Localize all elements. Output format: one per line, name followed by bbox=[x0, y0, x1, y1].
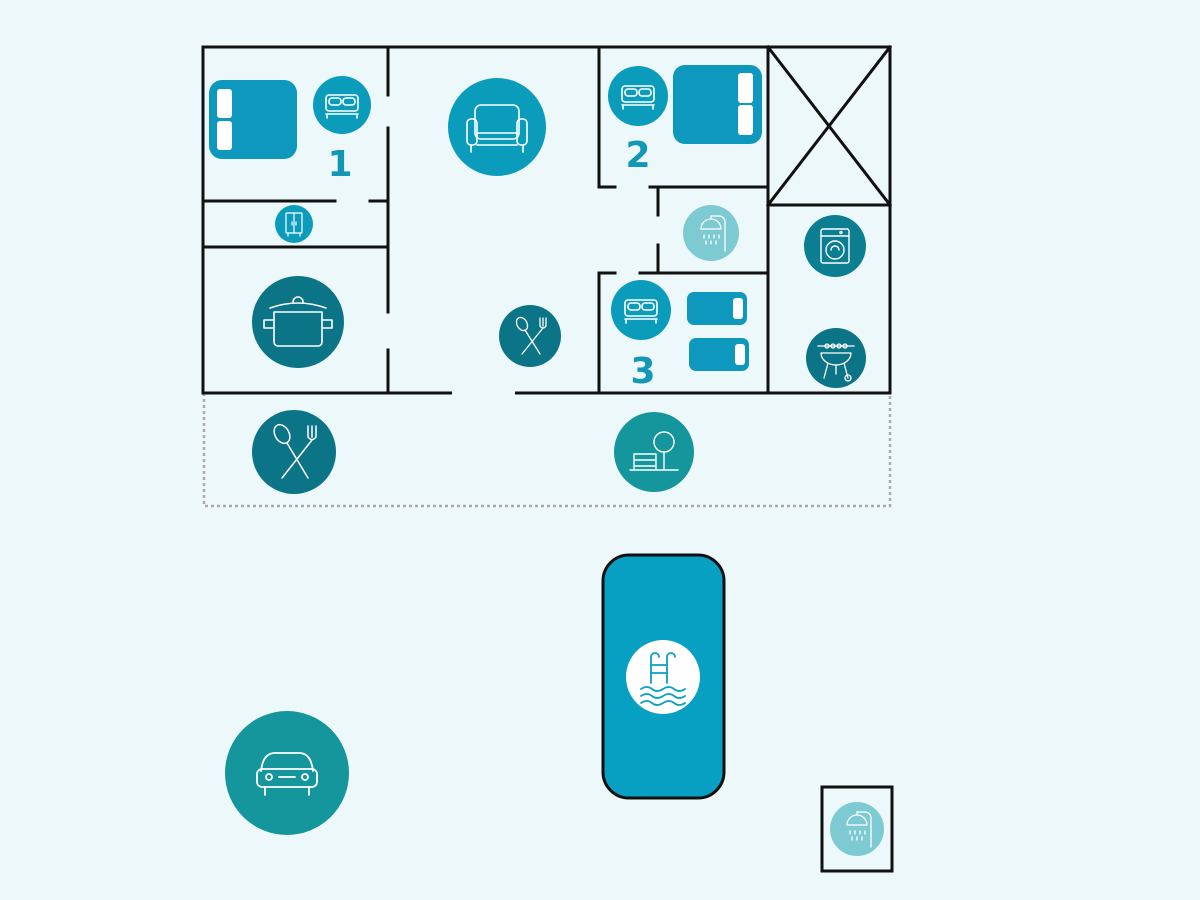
bed-pillow bbox=[738, 73, 753, 103]
room-number-2: 2 bbox=[625, 135, 650, 176]
dining-cutlery-icon bbox=[273, 423, 317, 479]
bed-pillow bbox=[735, 344, 745, 365]
bedroom-3: 3 bbox=[611, 280, 749, 392]
car-icon bbox=[256, 752, 318, 796]
bed-pillow bbox=[733, 298, 743, 319]
walls bbox=[201, 44, 893, 395]
shower-icon bbox=[846, 811, 872, 848]
single-bed bbox=[687, 292, 747, 325]
single-bed bbox=[689, 338, 749, 371]
armchair-icon bbox=[466, 104, 528, 153]
outdoor-shower-area bbox=[820, 785, 894, 873]
garden-bench-tree-icon bbox=[629, 431, 679, 471]
cooking-pot-icon bbox=[263, 296, 333, 347]
bedroom-1: 1 bbox=[209, 76, 371, 185]
dining-cutlery-icon bbox=[515, 316, 547, 355]
double-bed-icon bbox=[624, 299, 658, 324]
swimming-pool-ladder-icon bbox=[640, 652, 686, 706]
barbecue-grill-icon bbox=[817, 343, 855, 382]
double-bed-icon bbox=[621, 85, 655, 110]
bed-pillow bbox=[738, 105, 753, 135]
shower-icon bbox=[700, 215, 726, 252]
bed-pillow bbox=[217, 89, 232, 118]
washing-machine-icon bbox=[820, 228, 850, 264]
double-bed-icon bbox=[325, 94, 359, 119]
room-number-1: 1 bbox=[327, 144, 352, 185]
bedroom-2: 2 bbox=[608, 65, 762, 176]
room-number-3: 3 bbox=[630, 351, 655, 392]
bed-pillow bbox=[217, 121, 232, 150]
wardrobe-icon bbox=[285, 212, 303, 237]
